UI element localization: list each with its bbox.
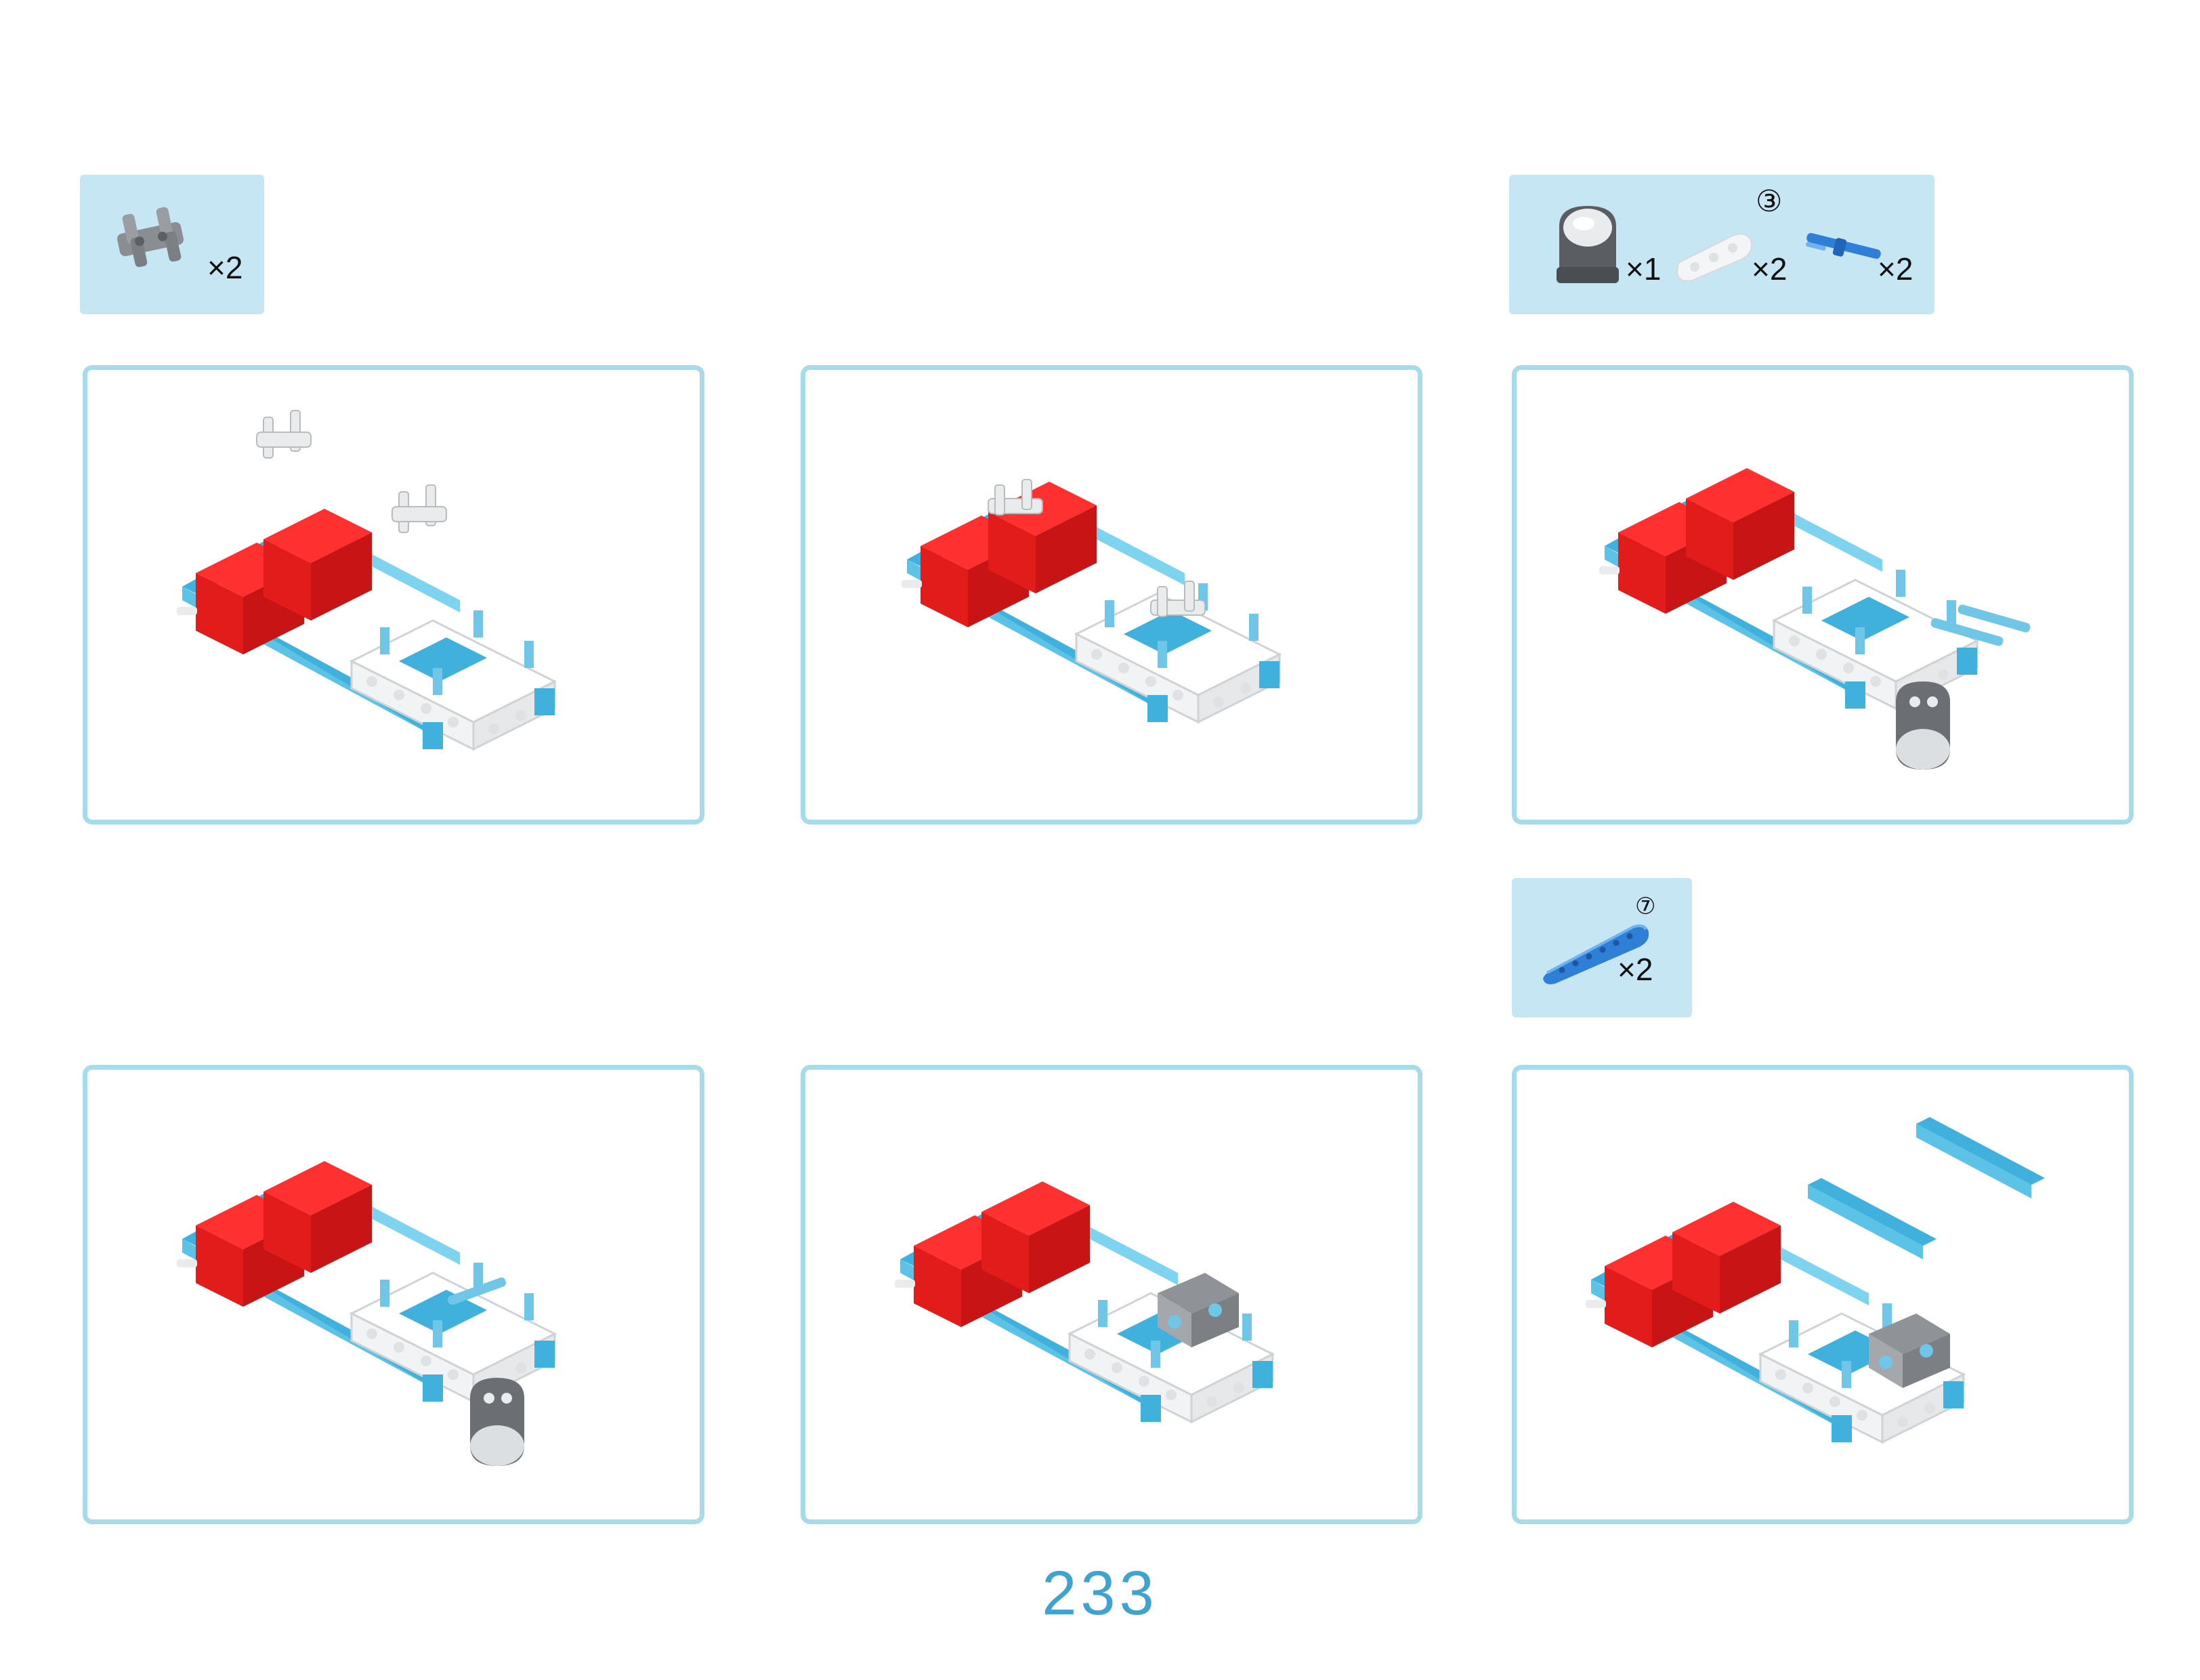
step-panel-5 bbox=[801, 1065, 1422, 1524]
step-panel-4 bbox=[83, 1065, 704, 1524]
assembly-illustration-4 bbox=[175, 1160, 556, 1466]
ball-caster-icon bbox=[1557, 206, 1619, 283]
ball-caster-part bbox=[470, 1378, 524, 1466]
ball-caster-quantity: ×1 bbox=[1626, 251, 1662, 287]
step-panel-6 bbox=[1512, 1065, 2134, 1524]
mounted-ball-caster bbox=[1158, 1273, 1239, 1347]
white-beam-3-icon bbox=[1676, 233, 1752, 282]
beam-size-label: ③ bbox=[1756, 184, 1783, 219]
assembly-illustration-6 bbox=[1584, 1117, 2045, 1444]
ball-caster-part bbox=[1896, 681, 1950, 770]
assembly-illustration-2 bbox=[900, 479, 1281, 723]
step6-quantity: ×2 bbox=[1617, 952, 1653, 987]
parts-box-step-3: ×1 ③ ×2 ×2 bbox=[1509, 175, 1934, 314]
step-panel-1 bbox=[83, 365, 704, 824]
parts-box-step-6: ⑦ ×2 bbox=[1512, 878, 1692, 1017]
step6-beam-size-label: ⑦ bbox=[1635, 893, 1656, 920]
white-beam-quantity: ×2 bbox=[1752, 251, 1788, 287]
double-connector-pin-icon bbox=[117, 207, 184, 268]
assembly-illustration-3 bbox=[1598, 467, 2031, 770]
blue-axle-pin-quantity: ×2 bbox=[1878, 251, 1913, 287]
step-panel-3 bbox=[1512, 365, 2134, 824]
blue-beam-7-icon bbox=[1543, 924, 1649, 984]
parts-box-step-1: ×2 bbox=[80, 175, 264, 314]
double-pin-part bbox=[256, 410, 447, 533]
assembly-illustration-1 bbox=[175, 410, 556, 751]
assembly-illustration-5 bbox=[893, 1180, 1274, 1423]
step-panel-2 bbox=[801, 365, 1422, 824]
step1-quantity: ×2 bbox=[207, 250, 243, 285]
page-number: 233 bbox=[1042, 1559, 1158, 1628]
blue-axle-pin-icon bbox=[1806, 232, 1881, 259]
blue-beam-parts bbox=[1808, 1117, 2045, 1259]
mounted-ball-caster bbox=[1869, 1314, 1950, 1388]
